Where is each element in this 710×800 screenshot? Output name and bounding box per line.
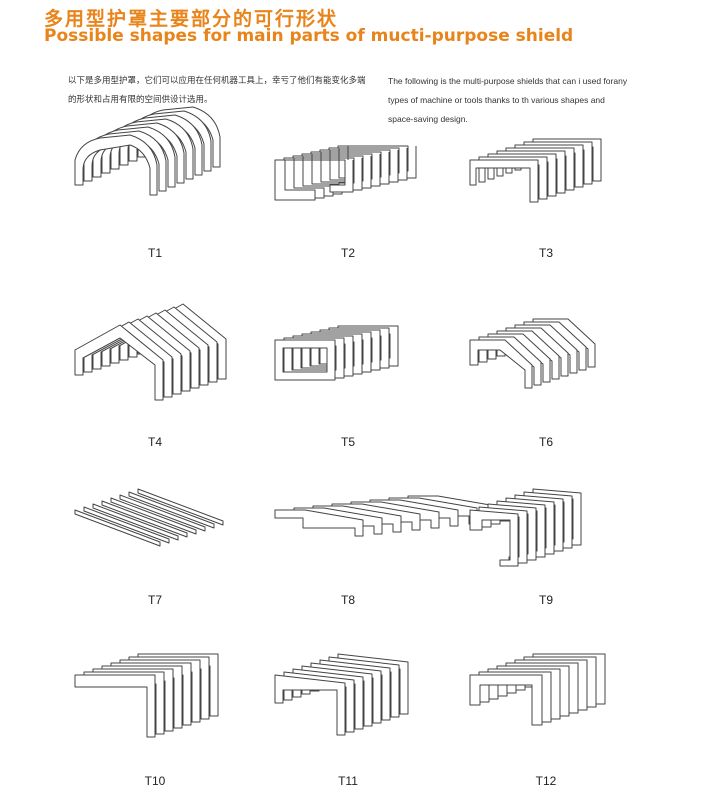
- shape-label-t11: T11: [338, 774, 358, 788]
- inverted-u-bellows-icon: [274, 653, 409, 736]
- shape-label-t6: T6: [538, 435, 553, 449]
- arch-bellows-icon: [74, 106, 221, 196]
- peaked-roof-bellows-icon: [74, 303, 227, 401]
- shape-label-t9: T9: [538, 593, 553, 607]
- box-u-bellows-icon: [469, 653, 606, 726]
- hat-bellows-icon: [469, 318, 596, 389]
- intro-text-chinese: 以下是多用型护罩，它们可以应用在任何机器工具上，幸亏了他们有能变化多端的形状和占…: [68, 76, 366, 105]
- pleat-profile: [469, 159, 539, 203]
- pleat-profile: [101, 500, 188, 538]
- shape-cell-t5: [274, 310, 475, 460]
- shape-cell-t7: [74, 480, 275, 630]
- pleat-profile: [496, 330, 560, 380]
- pleat-profile: [469, 509, 519, 567]
- pleat-profile: [478, 506, 528, 564]
- pleat-profile: [469, 674, 543, 726]
- pleat-profile: [137, 488, 224, 526]
- shape-cell-t10: [74, 645, 275, 795]
- pleat-profile: [128, 491, 215, 529]
- pleat-profile: [92, 503, 179, 541]
- shape-label-t1: T1: [147, 246, 162, 260]
- shape-cell-t2: [274, 130, 475, 280]
- shape-label-t7: T7: [147, 593, 162, 607]
- shape-cell-t8: [274, 480, 497, 630]
- shape-label-t12: T12: [535, 774, 557, 788]
- pleat-profile: [74, 324, 164, 401]
- shape-cell-t12: [469, 645, 670, 795]
- pleat-profile: [74, 509, 161, 547]
- pleat-profile: [274, 159, 354, 201]
- l-shape-bellows-icon: [74, 653, 219, 738]
- shape-label-t2: T2: [340, 246, 355, 260]
- pleat-profile: [74, 674, 156, 738]
- pleat-profile: [274, 674, 346, 736]
- page-title-english: Possible shapes for main parts of mucti-…: [44, 26, 574, 46]
- shape-cell-t3: [469, 130, 670, 280]
- intro-text-english: The following is the multi-purpose shiel…: [388, 76, 628, 124]
- shape-cell-t11: [274, 645, 475, 795]
- pleat-profile: [487, 333, 551, 383]
- shape-cell-t6: [469, 310, 670, 460]
- c-channel-bellows-icon: [274, 145, 417, 201]
- flat-sheet-bellows-icon: [74, 488, 224, 547]
- pleat-profile: [110, 497, 197, 535]
- shape-cell-t9: [469, 480, 670, 630]
- long-flat-bellows-icon: [274, 495, 497, 537]
- hook-edge-bellows-icon: [469, 488, 582, 567]
- pleat-profile: [119, 494, 206, 532]
- shape-label-t4: T4: [147, 435, 162, 449]
- rectangular-frame-bellows-icon: [274, 325, 399, 381]
- pleat-profile: [469, 339, 533, 389]
- shape-cell-t4: [74, 303, 275, 460]
- pleat-profile: [274, 509, 364, 537]
- shape-label-t3: T3: [538, 246, 553, 260]
- shape-label-t5: T5: [340, 435, 355, 449]
- page-title-chinese: 多用型护罩主要部分的可行形状: [44, 8, 339, 30]
- pleat-profile: [274, 339, 336, 381]
- flat-top-bellows-icon: [469, 138, 602, 203]
- shape-cell-t1: [74, 106, 275, 280]
- shape-label-t10: T10: [144, 774, 166, 788]
- pleat-profile: [478, 336, 542, 386]
- shape-label-t8: T8: [340, 593, 355, 607]
- pleat-profile: [74, 134, 158, 196]
- pleat-profile: [83, 506, 170, 544]
